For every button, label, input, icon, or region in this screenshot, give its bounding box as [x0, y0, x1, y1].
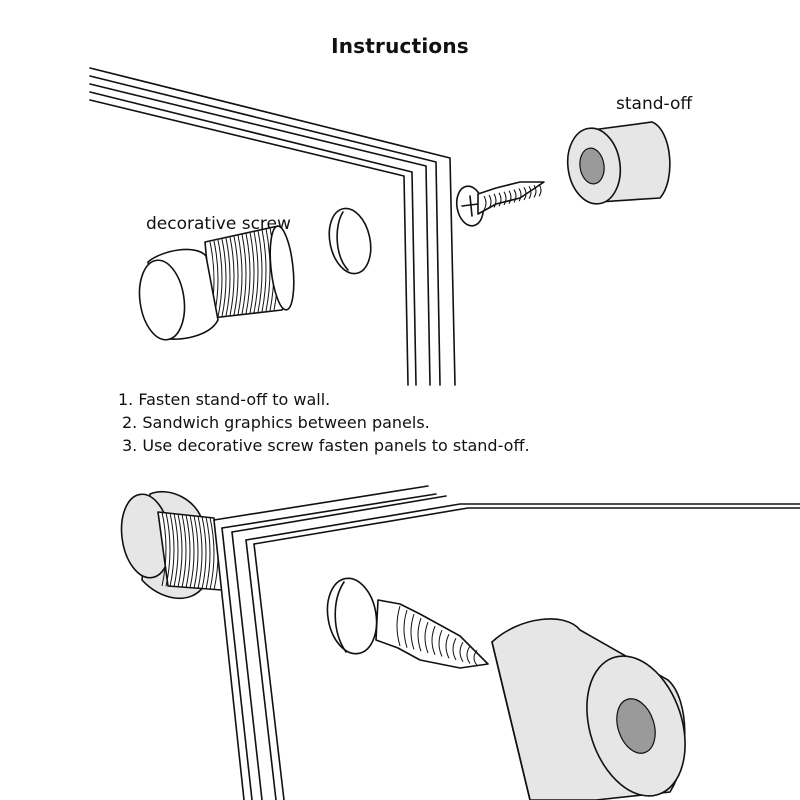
thread-line	[193, 515, 199, 589]
thread-line	[249, 232, 255, 314]
thread-line	[253, 231, 259, 313]
panel-hole	[328, 207, 372, 275]
stand-off	[566, 121, 671, 205]
thread-line	[233, 236, 239, 316]
thread-line	[403, 609, 408, 648]
wood-screw-assembled	[375, 599, 489, 669]
countersunk-hole	[326, 577, 378, 655]
wood-screw	[455, 181, 545, 227]
thread-line	[410, 613, 415, 650]
thread-line	[473, 649, 478, 666]
assembled-view	[120, 484, 800, 800]
thread-line	[169, 512, 175, 587]
thread-line	[173, 513, 179, 588]
thread-line	[493, 193, 497, 208]
thread-line	[197, 516, 203, 589]
thread-line	[533, 185, 537, 198]
thread-line	[508, 190, 512, 205]
thread-line	[225, 238, 231, 317]
thread-line	[538, 183, 542, 197]
thread-line	[229, 237, 235, 316]
step-1: 1. Fasten stand-off to wall.	[118, 390, 331, 409]
thread-line	[488, 194, 492, 210]
thread-line	[417, 617, 422, 652]
stand-off-assembled	[491, 618, 686, 800]
thread-line	[498, 192, 502, 207]
thread-line	[189, 515, 195, 589]
decorative-screw	[138, 225, 295, 341]
thread-line	[503, 191, 507, 206]
thread-line	[483, 195, 487, 211]
decorative-screw-label: decorative screw	[146, 214, 291, 234]
thread-line	[424, 621, 429, 654]
thread-line	[165, 512, 171, 587]
thread-line	[237, 235, 243, 315]
step-2: 2. Sandwich graphics between panels.	[122, 413, 430, 432]
thread-line	[161, 511, 167, 587]
exploded-view	[89, 67, 671, 386]
thread-line	[466, 645, 471, 664]
thread-line	[528, 186, 532, 200]
thread-line	[185, 514, 191, 588]
thread-line	[523, 187, 527, 201]
thread-line	[265, 228, 271, 312]
stand-off-label: stand-off	[616, 94, 693, 114]
thread-line	[261, 229, 267, 312]
thread-line	[445, 633, 450, 659]
thread-line	[209, 517, 215, 590]
thread-line	[396, 605, 401, 647]
top-panels	[89, 67, 456, 386]
thread-line	[217, 239, 223, 318]
instruction-steps: 1. Fasten stand-off to wall. 2. Sandwich…	[118, 388, 530, 457]
page-title: Instructions	[331, 34, 469, 58]
thread-line	[205, 516, 211, 590]
decorative-screw-assembled	[120, 490, 223, 600]
thread-line	[431, 625, 436, 655]
thread-line	[241, 234, 247, 315]
thread-line	[257, 230, 263, 313]
thread-line	[177, 513, 183, 588]
thread-line	[201, 516, 207, 590]
thread-line	[459, 641, 464, 663]
thread-line	[518, 188, 522, 202]
thread-line	[181, 514, 187, 588]
thread-line	[221, 238, 227, 317]
thread-line	[452, 637, 457, 661]
thread-line	[513, 189, 517, 203]
thread-line	[245, 233, 251, 314]
thread-line	[438, 629, 443, 657]
step-3: 3. Use decorative screw fasten panels to…	[122, 436, 530, 455]
